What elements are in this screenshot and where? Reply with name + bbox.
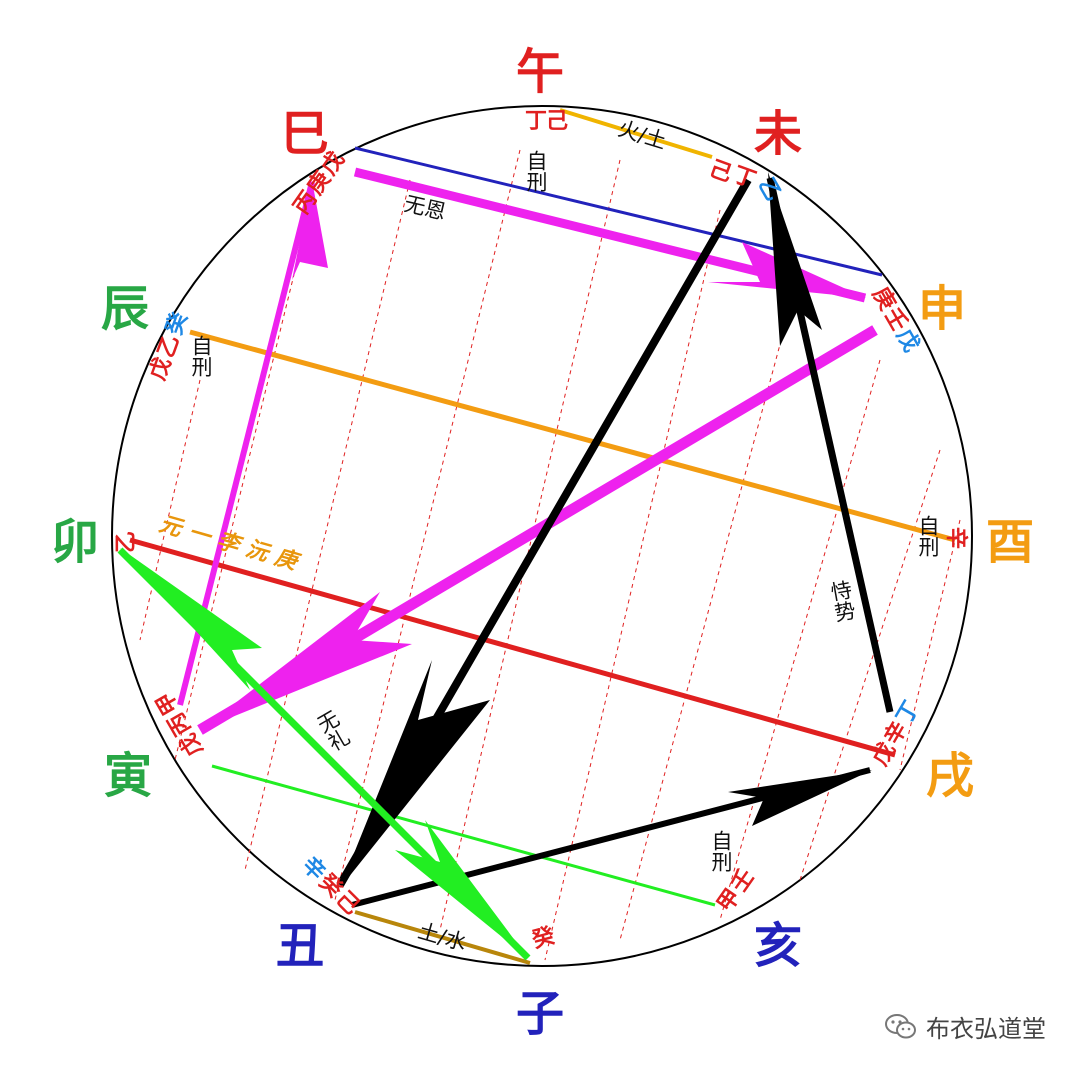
note-shishi: 恃势: [827, 578, 858, 624]
note-zixing-chen: 自刑: [189, 335, 213, 377]
note-zixing-wu: 自刑: [524, 150, 548, 192]
stem-wu-ji: 己: [546, 109, 568, 134]
chord-chen-you-orange: [189, 329, 956, 543]
branch-wei: 未: [754, 106, 802, 162]
chord-chou-zi-brown: [354, 910, 531, 965]
branch-chen: 辰: [101, 281, 149, 337]
chord-wu-wei-gold: [559, 108, 713, 159]
branch-xu: 戌: [926, 748, 974, 804]
chord-yin-hai-green: [211, 764, 716, 907]
watermark-text: 布衣弘道堂: [926, 1015, 1046, 1043]
arrow-wei-to-chou: [336, 177, 752, 888]
branch-si: 巳: [281, 106, 329, 162]
stem-wu-ding: 丁: [525, 109, 547, 134]
branch-shen: 申: [918, 281, 966, 337]
svg-text:自刑: 自刑: [916, 515, 940, 557]
branch-yin: 寅: [104, 748, 152, 804]
chord-mao-xu-red: [129, 537, 896, 758]
stem-you-xin: 辛: [943, 527, 969, 549]
zodiac-circle: [111, 105, 973, 967]
note-zixing-hai: 自刑: [709, 830, 733, 872]
svg-text:自刑: 自刑: [524, 150, 548, 192]
arrow-mao-to-zi: [117, 547, 531, 961]
note-zixing-you: 自刑: [916, 515, 940, 557]
stem-mao-yi: 乙: [114, 531, 139, 553]
stem-zi-gui: 癸: [528, 922, 558, 953]
branch-wu: 午: [516, 44, 564, 100]
arrow-shen-to-yin: [197, 325, 878, 735]
svg-text:自刑: 自刑: [709, 830, 733, 872]
branch-zi: 子: [516, 986, 564, 1042]
wechat-icon: [885, 1013, 916, 1038]
watermark: 布衣弘道堂: [884, 1009, 1046, 1044]
branch-hai: 亥: [754, 918, 802, 974]
svg-text:自刑: 自刑: [189, 335, 213, 377]
branch-chou: 丑: [276, 918, 324, 974]
branch-mao: 卯: [51, 514, 99, 570]
arrow-xu-to-wei: [766, 172, 894, 713]
branch-you: 酉: [986, 514, 1034, 570]
